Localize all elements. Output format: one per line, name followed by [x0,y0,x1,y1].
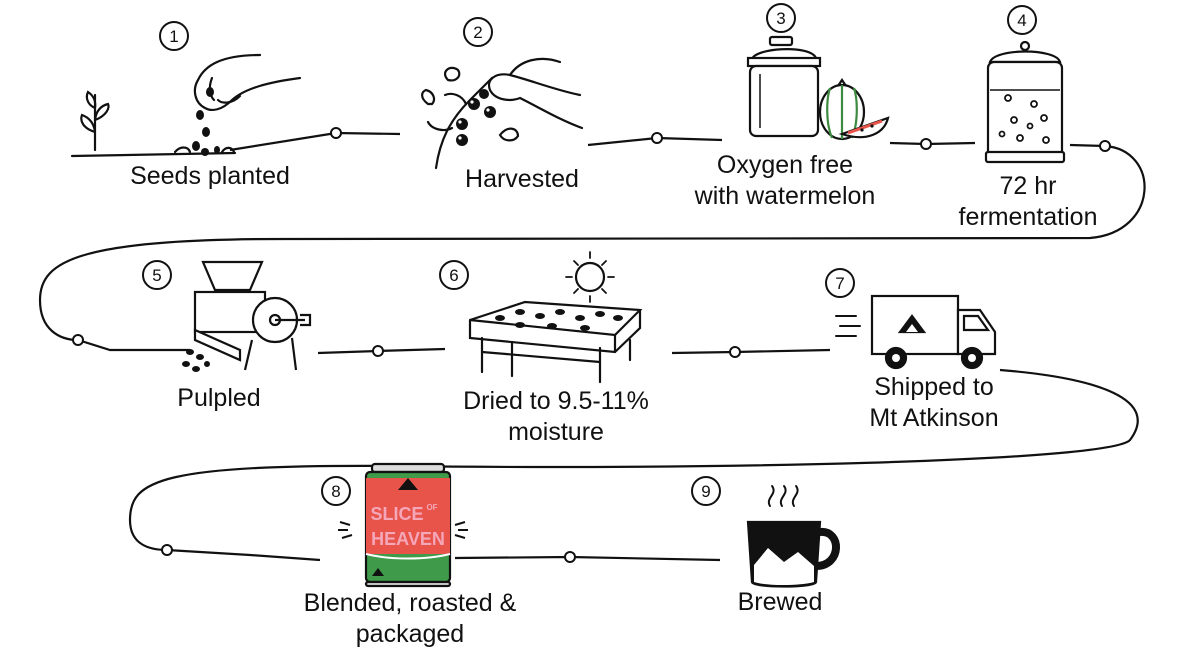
step-label-line: 72 hr [999,172,1057,200]
harvest-hand-icon [421,57,584,170]
step-badge-2 [463,17,493,47]
step-number-4: 4 [1017,11,1026,30]
path-node [651,132,663,144]
path-node [161,544,173,556]
step-number-5: 5 [152,266,161,285]
can-text-of: OF [426,503,437,512]
can-text-heaven: HEAVEN [371,529,445,549]
can-text-slice: SLICE [370,504,423,524]
step-label-line: moisture [508,418,604,446]
drying-bed-sun-icon [468,251,643,384]
path-node [920,138,932,150]
step-badge-5 [142,260,172,290]
step-label-line: Oxygen free [716,151,854,179]
coffee-mug-icon [746,485,840,588]
step-badge-7 [825,268,855,298]
planting-hand-icon [70,53,302,158]
path-node [1099,140,1111,152]
step-label-line: Mt Atkinson [869,404,999,432]
path-node [564,551,576,563]
delivery-truck-icon [835,294,997,370]
step-label-line: Harvested [465,165,579,193]
path-nodes [72,127,1111,563]
step-label-3: Oxygen free with watermelon [695,150,876,212]
step-label-line: packaged [355,620,465,648]
step-badge-6 [439,260,469,290]
step-number-7: 7 [835,274,844,293]
step-label-line: with watermelon [694,182,876,210]
step-label-line: fermentation [958,203,1098,231]
step-badge-4 [1007,5,1037,35]
step-badge-8 [321,476,351,506]
step-badge-3 [766,3,796,33]
step-label-line: Pulpled [177,384,261,412]
step-label-7: Shipped to Mt Atkinson [869,372,998,434]
fermentation-tank-icon [984,40,1066,164]
step-number-1: 1 [169,27,178,46]
jar-watermelon-icon [746,35,890,141]
step-number-6: 6 [449,266,458,285]
step-label-line: Dried to 9.5-11% [463,387,649,415]
path-node [330,127,342,139]
step-number-9: 9 [701,482,710,501]
path-node [72,334,84,346]
step-label-9: Brewed [738,587,823,618]
step-label-line: Brewed [737,588,823,616]
step-label-line: Blended, roasted & [303,589,517,617]
coffee-can-icon: SLICE OF HEAVEN [338,462,468,588]
step-label-line: Seeds planted [130,162,290,190]
step-label-1: Seeds planted [130,161,290,192]
step-label-4: 72 hr fermentation [959,171,1098,233]
step-label-6: Dried to 9.5-11% moisture [463,386,649,448]
step-badge-1 [159,21,189,51]
step-label-5: Pulpled [177,383,260,414]
step-badges [142,3,1037,506]
step-number-8: 8 [331,482,340,501]
step-badge-9 [691,476,721,506]
step-label-2: Harvested [465,164,579,195]
step-number-3: 3 [776,9,785,28]
path-node [729,346,741,358]
path-node [372,345,384,357]
pulper-machine-icon [182,260,312,372]
step-number-2: 2 [473,23,482,42]
step-label-8: Blended, roasted & packaged [304,588,517,650]
step-label-line: Shipped to [874,373,994,401]
